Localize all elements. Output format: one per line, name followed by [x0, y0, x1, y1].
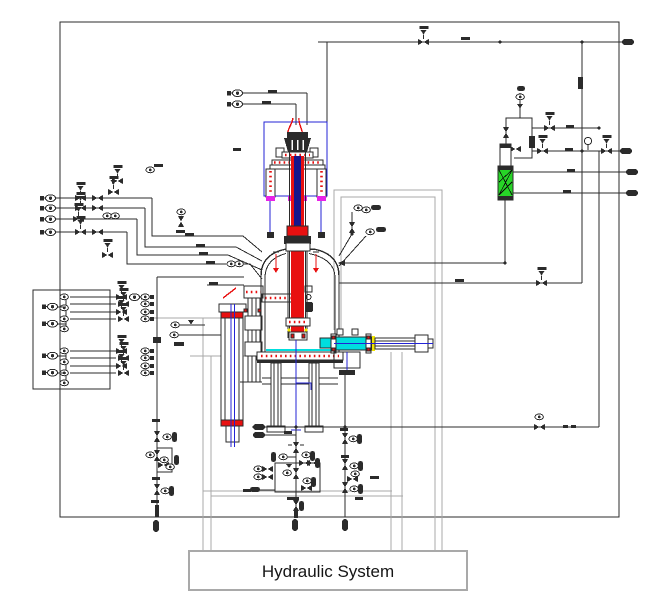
left-purge-panel [32, 280, 154, 390]
vessel-support-legs [266, 340, 324, 438]
hydraulic-system-label: Hydraulic System [262, 562, 394, 581]
lift-cylinder [169, 303, 247, 447]
bottom-valve-network [250, 413, 599, 531]
diagram-frame [59, 21, 620, 518]
right-drain-line [340, 375, 363, 531]
vessel-nozzle-fan [338, 204, 582, 287]
filter-column [497, 86, 535, 263]
bottom-discharge-assembly [319, 328, 434, 375]
left-instrument-rows [39, 164, 263, 280]
hydraulic-system-box: Hydraulic System [188, 550, 468, 591]
right-vent-manifold [513, 111, 638, 427]
vessel-support-frame [222, 285, 299, 383]
agitator-drive-assembly [226, 89, 328, 238]
left-utility-line [145, 276, 244, 532]
top-vent-line [318, 25, 634, 283]
